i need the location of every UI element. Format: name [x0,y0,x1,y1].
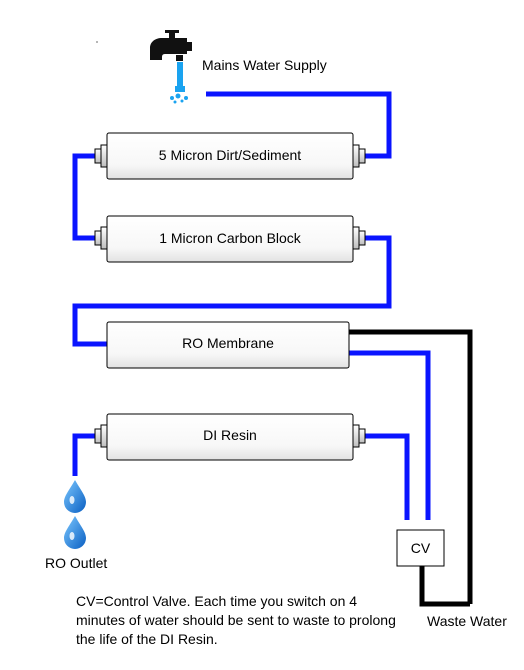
pipe-carbon-to-ro [72,235,392,347]
carbon-block-cartridge [94,215,366,263]
pipe-sediment-to-carbon [72,153,95,241]
mains-supply-label: Mains Water Supply [202,57,327,73]
di-resin-cartridge [94,413,366,461]
water-tap-icon [150,30,192,104]
ro-outlet-label: RO Outlet [45,555,108,571]
control-valve-label: CV [410,540,431,556]
waste-pipes [349,329,473,607]
pipe-cv-waste [419,566,470,607]
sediment-filter-label: 5 Micron Dirt/Sediment [158,147,302,163]
sediment-filter-cartridge [94,132,366,180]
carbon-filter-label: 1 Micron Carbon Block [159,230,301,246]
pipe-di-to-outlet [72,433,95,476]
water-drop-icon [64,516,86,549]
ro-membrane-label: RO Membrane [182,335,274,351]
pipe-ro-waste [349,329,473,604]
pipe-mains-to-sediment [206,91,392,159]
stray-dot [96,41,98,43]
water-pipes [72,91,431,520]
pipe-ro-to-cv [349,350,431,520]
waste-water-label: Waste Water [427,613,507,629]
water-drop-icon [64,480,86,513]
di-resin-label: DI Resin [203,427,257,443]
control-valve-note: CV=Control Valve. Each time you switch o… [76,593,396,647]
pipe-di-to-cv [365,433,410,520]
ro-membrane-housing [106,321,350,369]
control-valve-box [396,529,445,567]
